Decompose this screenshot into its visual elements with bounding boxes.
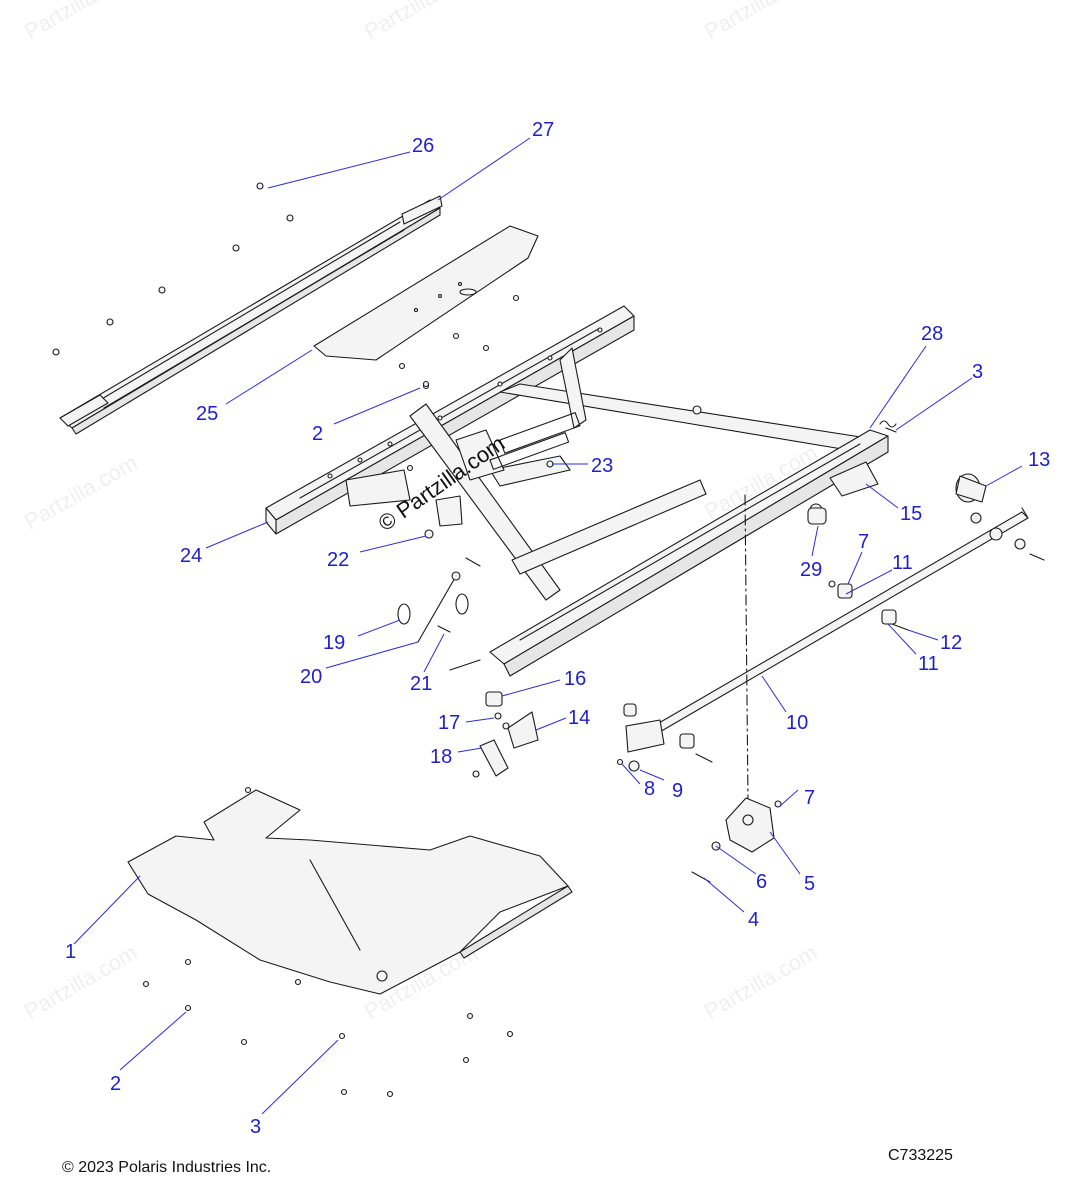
shift-rod-part (625, 507, 1045, 753)
callout-12: 12 (940, 632, 962, 654)
callout-23: 23 (591, 455, 613, 477)
callout-19: 19 (323, 632, 345, 654)
callout-11: 11 (918, 653, 939, 675)
pedal-pad-part (955, 473, 987, 503)
callout-1: 1 (65, 941, 76, 963)
watermark-text: Partzilla.com (700, 940, 822, 1025)
skid-fastener-group (142, 786, 514, 1098)
callout-15: 15 (900, 503, 922, 525)
watermark-text: Partzilla.com (700, 0, 822, 44)
bumper-part (807, 507, 827, 525)
screw-part (885, 427, 897, 433)
callout-13: 13 (1028, 449, 1050, 471)
callout-25: 25 (196, 403, 218, 425)
callout-29: 29 (800, 559, 822, 581)
callout-9: 9 (672, 780, 683, 802)
callout-20: 20 (300, 666, 322, 688)
callout-11: 11 (892, 552, 913, 574)
callout-26: 26 (412, 135, 434, 157)
callout-7: 7 (804, 787, 815, 809)
clip-group (616, 580, 909, 808)
callout-3: 3 (972, 361, 983, 383)
callout-10: 10 (786, 712, 808, 734)
watermark-text: Partzilla.com (20, 450, 142, 535)
watermark-text: Partzilla.com (20, 0, 142, 44)
watermark-text: Partzilla.com (360, 0, 482, 44)
callout-21: 21 (410, 673, 432, 695)
callout-28: 28 (921, 323, 943, 345)
diagram-code: C733225 (888, 1147, 953, 1164)
callout-8: 8 (644, 778, 655, 800)
callout-6: 6 (756, 871, 767, 893)
callout-7: 7 (858, 531, 869, 553)
callout-22: 22 (327, 549, 349, 571)
bracket-group (472, 691, 539, 778)
callout-3: 3 (250, 1116, 261, 1138)
callout-16: 16 (564, 668, 586, 690)
callout-18: 18 (430, 746, 452, 768)
spring-part (879, 420, 897, 428)
frame-part (265, 305, 889, 677)
callout-27: 27 (532, 119, 554, 141)
side-rail-part (59, 195, 443, 435)
watermark-text: Partzilla.com (20, 940, 142, 1025)
callout-5: 5 (804, 873, 815, 895)
rivet-row (52, 182, 294, 356)
callout-14: 14 (568, 707, 590, 729)
strut-group (397, 557, 481, 671)
hinge-block-part (725, 797, 775, 853)
panel-part (313, 225, 539, 390)
callout-labels: 1 2 2 3 3 4 5 6 7 7 8 9 10 11 11 12 13 1… (65, 119, 1050, 1138)
callout-24: 24 (180, 545, 202, 567)
callout-2: 2 (110, 1073, 121, 1095)
copyright-notice: © 2023 Polaris Industries Inc. (62, 1159, 272, 1176)
callout-2: 2 (312, 423, 323, 445)
alignment-line (744, 494, 749, 801)
callout-4: 4 (748, 909, 759, 931)
callout-17: 17 (438, 712, 460, 734)
skid-plate-part (127, 789, 573, 995)
leader-lines (73, 137, 1023, 1115)
